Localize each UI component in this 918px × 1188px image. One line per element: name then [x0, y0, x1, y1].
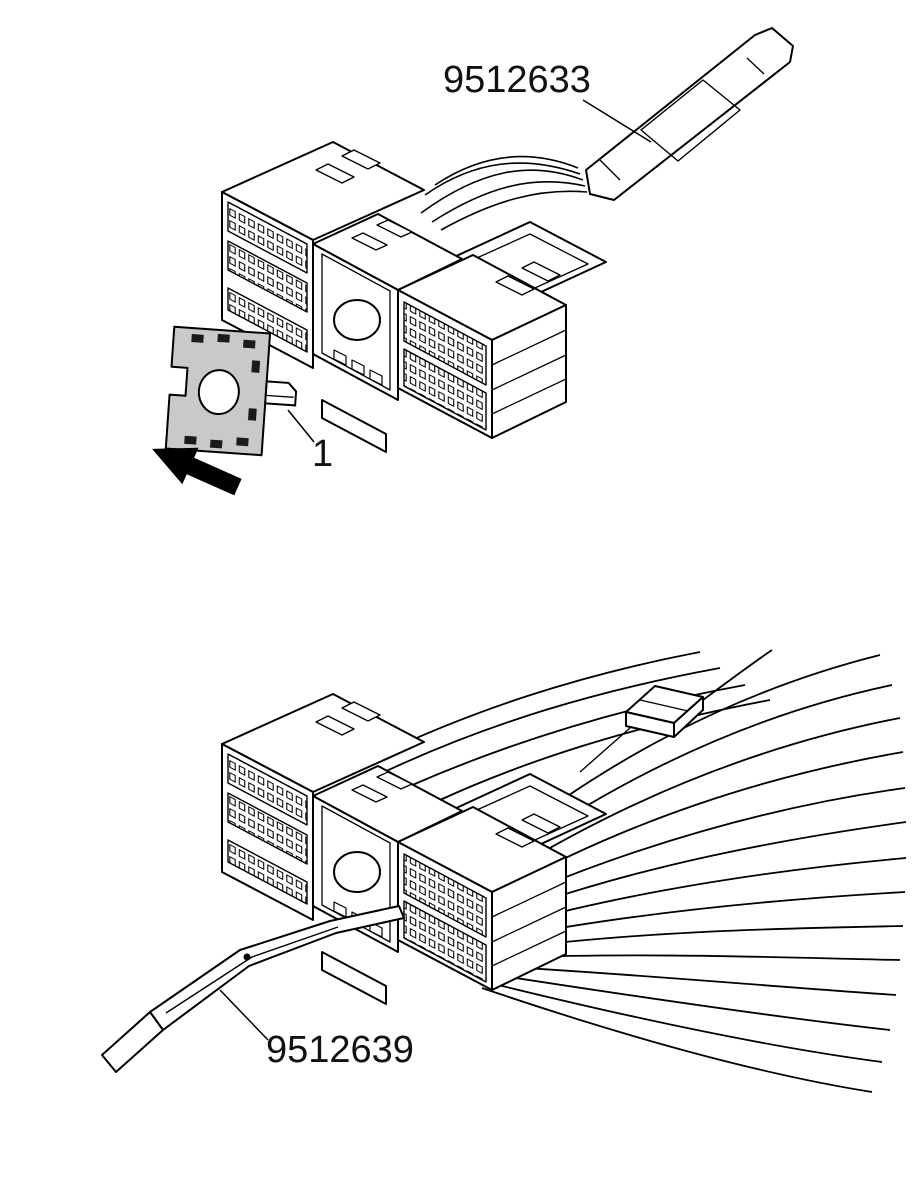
lower-figure: 9512639 — [101, 649, 907, 1093]
leader-line-9512633 — [582, 99, 652, 143]
lower-connector-housing — [221, 693, 607, 1005]
tool-9512633 — [585, 27, 794, 201]
lock-plate — [164, 325, 298, 457]
upper-connector-housing — [221, 141, 607, 453]
tool-9512639 — [101, 905, 405, 1073]
leader-line-9512639 — [219, 989, 269, 1041]
label-tool-9512639: 9512639 — [266, 1029, 414, 1071]
lock-plate-slots — [184, 333, 261, 449]
label-tool-9512633: 9512633 — [443, 59, 591, 101]
lock-plate-hole — [197, 369, 240, 416]
upper-figure: 9512633 1 — [152, 27, 794, 496]
direction-arrow — [152, 447, 242, 496]
upper-wires — [420, 155, 588, 231]
label-item-1: 1 — [312, 433, 333, 475]
extracted-terminal — [579, 649, 773, 773]
leader-line-item-1 — [287, 409, 315, 443]
lock-plate-tab — [264, 380, 298, 407]
tool-pivot-dot — [243, 953, 251, 961]
